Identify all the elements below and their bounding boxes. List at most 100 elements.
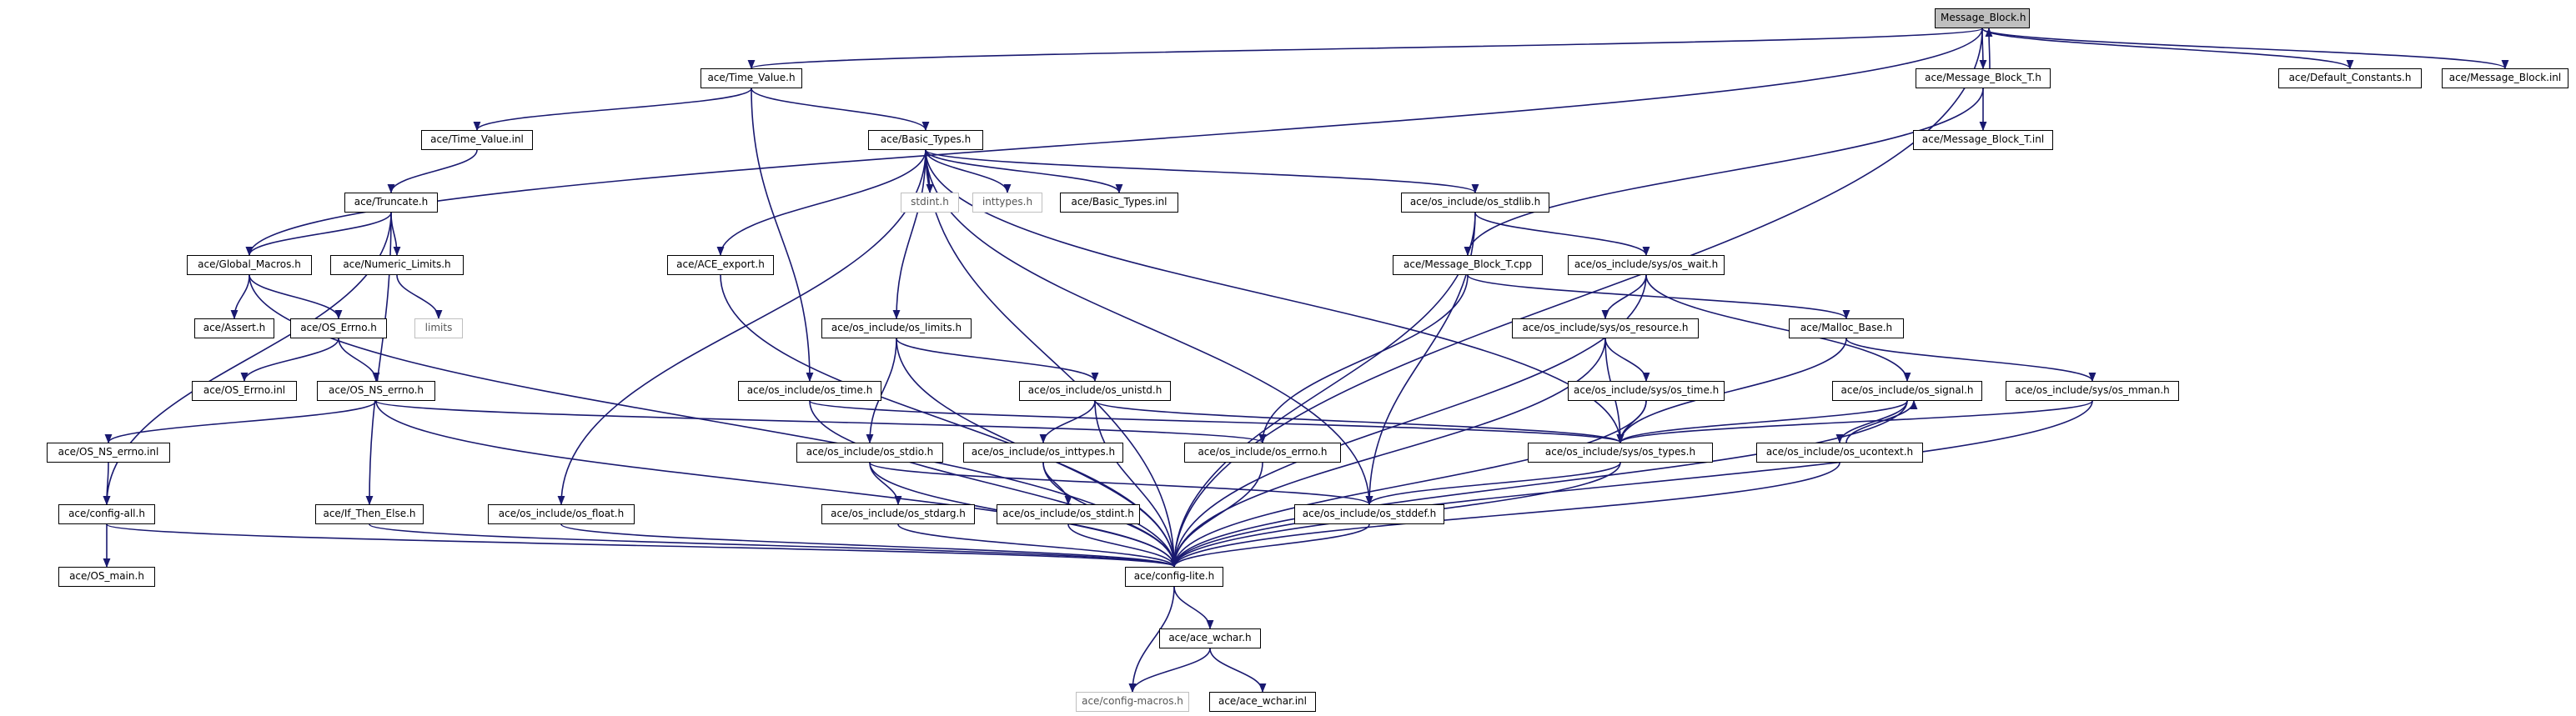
edge-basic_types_h-to-os_stdlib_h	[925, 149, 1479, 194]
edge-os_ns_errno_inl-to-config_all_h	[103, 462, 111, 506]
node-default-constants-h[interactable]: ace/Default_Constants.h	[2278, 68, 2422, 88]
node-os-stddef-h[interactable]: ace/os_include/os_stddef.h	[1294, 504, 1444, 524]
node-message-block-t-h[interactable]: ace/Message_Block_T.h	[1916, 68, 2051, 88]
edge-os_ucontext_h-to-os_signal_h	[1845, 399, 1918, 443]
node-malloc-base-h[interactable]: ace/Malloc_Base.h	[1789, 318, 1904, 338]
node-os-stdarg-h[interactable]: ace/os_include/os_stdarg.h	[821, 504, 975, 524]
edge-os_float_h-to-config_lite_h	[560, 523, 1178, 568]
edge-time_value_inl-to-truncate_h	[387, 149, 478, 194]
node-ace-wchar-inl[interactable]: ace/ace_wchar.inl	[1209, 692, 1316, 712]
edge-time_value_h-to-time_value_inl	[473, 88, 752, 132]
edge-ace_wchar_h-to-config_macros_h	[1128, 648, 1211, 693]
node-global-macros-h[interactable]: ace/Global_Macros.h	[187, 255, 312, 275]
edge-os_errno_h-to-config_lite_h	[1170, 462, 1263, 568]
edge-numeric_limits_h-to-limits	[396, 274, 443, 320]
node-os-mman-h[interactable]: ace/os_include/sys/os_mman.h	[2006, 381, 2179, 401]
node-ace-wchar-h[interactable]: ace/ace_wchar.h	[1159, 628, 1261, 648]
edge-if_then_else_h-to-config_lite_h	[369, 523, 1178, 568]
node-assert-h[interactable]: ace/Assert.h	[194, 318, 274, 338]
node-os-signal-h[interactable]: ace/os_include/os_signal.h	[1832, 381, 1982, 401]
node-os-errno-inl[interactable]: ace/OS_Errno.inl	[192, 381, 297, 401]
edge-truncate_h-to-numeric_limits_h	[390, 212, 401, 257]
node-os-float-h[interactable]: ace/os_include/os_float.h	[488, 504, 635, 524]
node-os-stdint-h[interactable]: ace/os_include/os_stdint.h	[997, 504, 1140, 524]
edge-global_macros_h-to-assert_h	[230, 274, 250, 320]
node-basic-types-h[interactable]: ace/Basic_Types.h	[868, 130, 983, 150]
edge-os_wait_h-to-os_resource_h	[1601, 274, 1647, 320]
edge-config_all_h-to-config_lite_h	[106, 523, 1178, 568]
edge-malloc_base_h-to-os_types_h	[1616, 338, 1847, 444]
edge-os_stdio_h-to-os_stddef_h	[869, 462, 1373, 506]
edge-os_types_h-to-os_stddef_h	[1365, 462, 1621, 506]
node-os-unistd-h[interactable]: ace/os_include/os_unistd.h	[1019, 381, 1171, 401]
node-os-wait-h[interactable]: ace/os_include/sys/os_wait.h	[1568, 255, 1725, 275]
node-message-block-inl[interactable]: ace/Message_Block.inl	[2442, 68, 2568, 88]
edge-os_mman_h-to-os_types_h	[1616, 400, 2093, 444]
edge-time_value_h-to-basic_types_h	[751, 88, 930, 132]
edge-os_ucontext_h-to-config_lite_h	[1170, 462, 1840, 568]
node-os-stdlib-h[interactable]: ace/os_include/os_stdlib.h	[1401, 193, 1549, 213]
node-ace-os-errno-h[interactable]: ace/OS_Errno.h	[290, 318, 387, 338]
edge-os_stdarg_h-to-config_lite_h	[897, 523, 1178, 568]
node-os-inttypes-h[interactable]: ace/os_include/os_inttypes.h	[963, 443, 1123, 463]
edge-message_block_h-to-message_block_inl	[1981, 28, 2509, 70]
node-os-ns-errno-inl[interactable]: ace/OS_NS_errno.inl	[47, 443, 170, 463]
node-basic-types-inl[interactable]: ace/Basic_Types.inl	[1060, 193, 1178, 213]
dependency-edges	[103, 27, 2509, 693]
edge-os_errno_h_ace-to-os_errno_inl	[240, 338, 339, 383]
edge-os_ns_errno_h-to-os_ns_errno_inl	[104, 400, 377, 444]
node-message-block-t-cpp[interactable]: ace/Message_Block_T.cpp	[1393, 255, 1543, 275]
edge-message_block_t_cpp-to-malloc_base_h	[1467, 274, 1850, 320]
node-os-ucontext-h[interactable]: ace/os_include/os_ucontext.h	[1756, 443, 1923, 463]
edge-basic_types_h-to-ace_export_h	[716, 149, 926, 257]
node-config-macros-h: ace/config-macros.h	[1076, 692, 1189, 712]
edge-time_value_h-to-os_time_h	[751, 88, 814, 383]
node-inttypes-h: inttypes.h	[972, 193, 1042, 213]
edge-config_lite_h-to-config_macros_h	[1128, 586, 1175, 693]
node-sys-os-time-h[interactable]: ace/os_include/sys/os_time.h	[1568, 381, 1725, 401]
node-os-include-os-errno-h[interactable]: ace/os_include/os_errno.h	[1184, 443, 1341, 463]
edge-os_unistd_h-to-os_inttypes_h	[1039, 400, 1096, 444]
node-numeric-limits-h[interactable]: ace/Numeric_Limits.h	[330, 255, 464, 275]
edge-os_signal_h-to-config_lite_h	[1170, 400, 1908, 568]
node-stdint-h: stdint.h	[901, 193, 959, 213]
edge-malloc_base_h-to-os_mman_h	[1845, 338, 2096, 383]
edge-message_block_h-to-global_macros_h	[245, 28, 1983, 257]
node-time-value-h[interactable]: ace/Time_Value.h	[700, 68, 802, 88]
edge-os_time_h-to-os_types_h	[809, 400, 1624, 444]
node-os-types-h[interactable]: ace/os_include/sys/os_types.h	[1528, 443, 1713, 463]
edge-basic_types_h-to-basic_types_inl	[925, 149, 1123, 194]
edge-os_stdlib_h-to-os_wait_h	[1474, 212, 1650, 257]
edge-global_macros_h-to-os_errno_h_ace	[249, 274, 343, 320]
edge-os_signal_h-to-os_types_h	[1616, 400, 1908, 444]
node-config-all-h[interactable]: ace/config-all.h	[58, 504, 155, 524]
edge-os_limits_h-to-os_stdio_h	[866, 338, 897, 444]
edge-os_mman_h-to-config_lite_h	[1170, 400, 2093, 568]
node-truncate-h[interactable]: ace/Truncate.h	[344, 193, 438, 213]
node-os-limits-h[interactable]: ace/os_include/os_limits.h	[821, 318, 972, 338]
node-os-stdio-h[interactable]: ace/os_include/os_stdio.h	[796, 443, 943, 463]
edge-message_block_t_cpp-to-os_errno_h	[1258, 274, 1469, 444]
node-if-then-else-h[interactable]: ace/If_Then_Else.h	[315, 504, 424, 524]
node-os-ns-errno-h[interactable]: ace/OS_NS_errno.h	[317, 381, 435, 401]
edge-basic_types_h-to-os_limits_h	[892, 149, 926, 320]
node-message-block-t-inl[interactable]: ace/Message_Block_T.inl	[1913, 130, 2053, 150]
edge-os_wait_h-to-os_signal_h	[1645, 274, 1911, 383]
edge-os_errno_h_ace-to-os_ns_errno_h	[338, 338, 380, 383]
node-message-block-h: Message_Block.h	[1935, 8, 2030, 28]
edge-message_block_t_h-to-message_block_t_cpp	[1464, 88, 1984, 257]
edge-os_resource_h-to-config_lite_h	[1170, 338, 1606, 568]
node-ace-export-h[interactable]: ace/ACE_export.h	[667, 255, 774, 275]
edge-sys_os_time_h-to-config_lite_h	[1170, 400, 1647, 568]
node-os-time-h[interactable]: ace/os_include/os_time.h	[738, 381, 881, 401]
node-config-lite-h[interactable]: ace/config-lite.h	[1125, 567, 1223, 587]
edge-truncate_h-to-global_macros_h	[245, 212, 392, 257]
node-os-resource-h[interactable]: ace/os_include/sys/os_resource.h	[1512, 318, 1699, 338]
edge-os_unistd_h-to-os_types_h	[1094, 400, 1624, 444]
node-limits: limits	[414, 318, 463, 338]
node-os-main-h[interactable]: ace/OS_main.h	[58, 567, 155, 587]
edge-config_lite_h-to-ace_wchar_h	[1173, 586, 1214, 630]
node-time-value-inl[interactable]: ace/Time_Value.inl	[421, 130, 533, 150]
edge-os_stdint_h-to-config_lite_h	[1067, 523, 1178, 568]
